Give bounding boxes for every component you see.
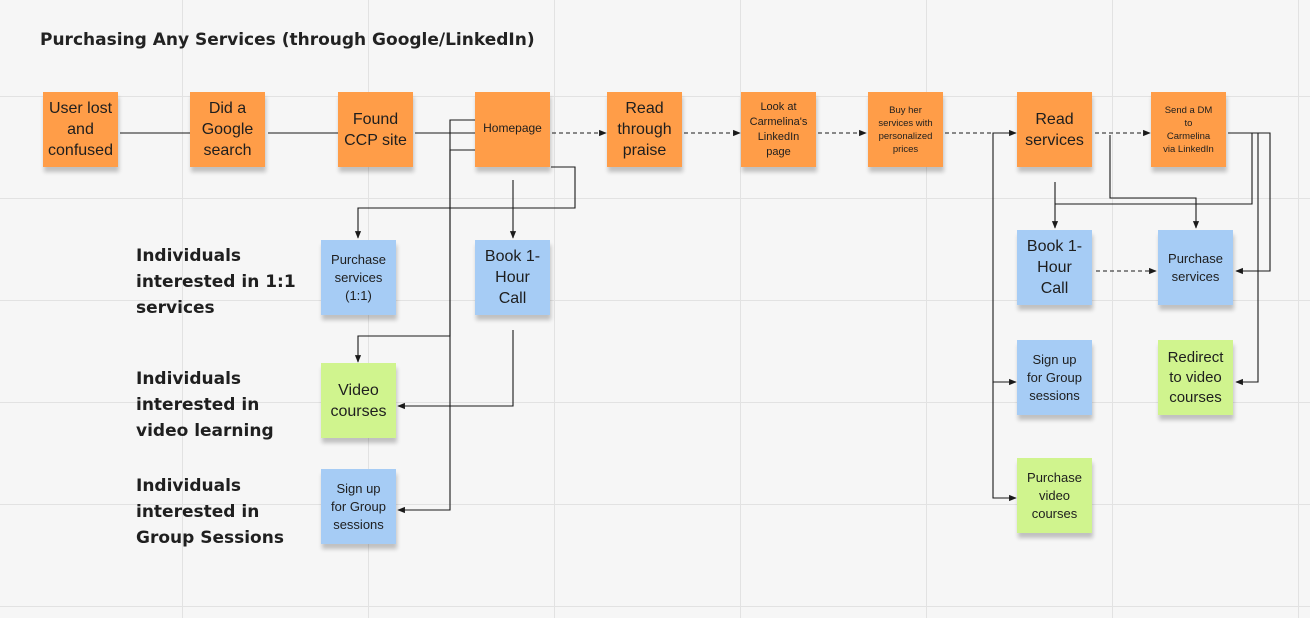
note-group-sessions-left[interactable]: Sign up for Group sessions [321, 469, 396, 544]
row-label-1on1: Individuals interested in 1:1 services [136, 246, 296, 318]
connector-dm-to-purchase-right [1228, 132, 1271, 275]
note-video-courses[interactable]: Video courses [321, 363, 396, 438]
row-label-video: Individuals interested in video learning [136, 369, 274, 441]
connector-dm-to-book-call [1055, 133, 1253, 205]
note-book-call-left[interactable]: Book 1- Hour Call [475, 240, 550, 315]
note-purchase-services-right[interactable]: Purchase services [1158, 230, 1233, 305]
connector-homepage-to-purchase-1on1 [354, 166, 576, 239]
note-buy-services[interactable]: Buy her services with personalized price… [868, 92, 943, 167]
connector-homepage-to-group [397, 149, 475, 514]
connector-read-to-purchase-services [1109, 135, 1200, 229]
note-user-lost[interactable]: User lost and confused [43, 92, 118, 167]
note-redirect-video[interactable]: Redirect to video courses [1158, 340, 1233, 415]
note-read-praise[interactable]: Read through praise [607, 92, 682, 167]
connector-read-to-sign-up [992, 132, 1017, 386]
connector-book-call-to-video [397, 330, 514, 410]
note-google-search[interactable]: Did a Google search [190, 92, 265, 167]
note-found-ccp[interactable]: Found CCP site [338, 92, 413, 167]
note-book-call-right[interactable]: Book 1- Hour Call [1017, 230, 1092, 305]
note-linkedin-page[interactable]: Look at Carmelina's LinkedIn page [741, 92, 816, 167]
note-purchase-1on1[interactable]: Purchase services (1:1) [321, 240, 396, 315]
note-group-sessions-right[interactable]: Sign up for Group sessions [1017, 340, 1092, 415]
connector-dm-to-redirect [1235, 133, 1259, 386]
board-title: Purchasing Any Services (through Google/… [40, 30, 535, 50]
note-homepage[interactable]: Homepage [475, 92, 550, 167]
connector-read-to-purchase-video [992, 382, 1017, 502]
note-read-services[interactable]: Read services [1017, 92, 1092, 167]
note-send-dm[interactable]: Send a DM to Carmelina via LinkedIn [1151, 92, 1226, 167]
note-purchase-video[interactable]: Purchase video courses [1017, 458, 1092, 533]
row-label-group: Individuals interested in Group Sessions [136, 476, 284, 548]
